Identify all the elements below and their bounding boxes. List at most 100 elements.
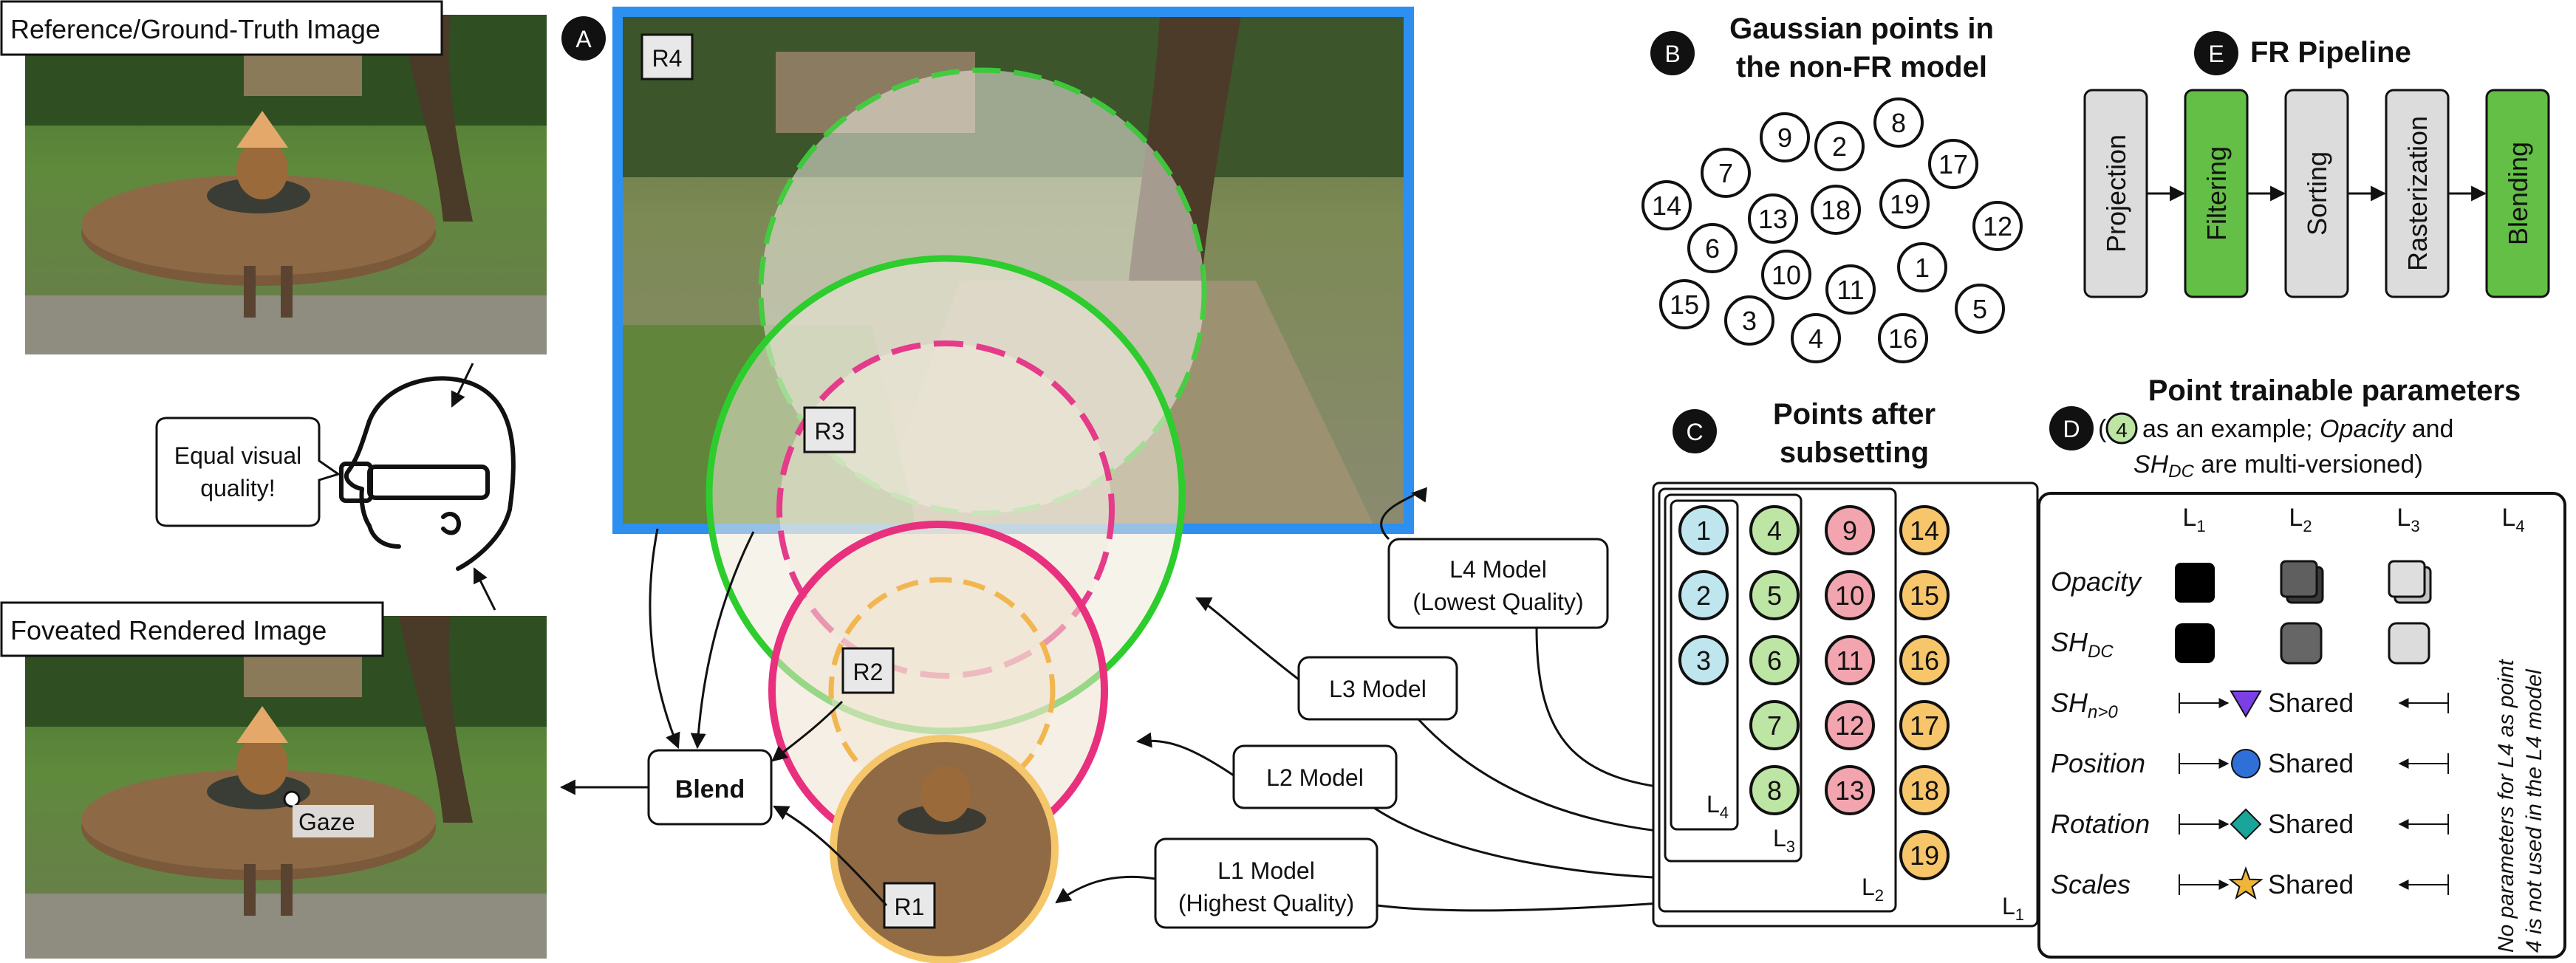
gaussian-point: 5 bbox=[1955, 284, 2005, 334]
subset-point-label: 4 bbox=[1767, 515, 1782, 546]
gaussian-point-label: 11 bbox=[1837, 275, 1864, 305]
speech-bubble bbox=[155, 417, 341, 527]
subset-point: 9 bbox=[1825, 505, 1875, 555]
region-tag-r4 bbox=[640, 33, 694, 80]
shdc-l3-swatch bbox=[2388, 622, 2430, 665]
subset-point: 5 bbox=[1749, 570, 1800, 620]
subset-point: 13 bbox=[1825, 765, 1875, 815]
gaussian-point: 11 bbox=[1825, 264, 1876, 315]
shared-span-left bbox=[2179, 693, 2228, 713]
subset-point: 18 bbox=[1899, 765, 1950, 815]
opacity-l3-swatch bbox=[2388, 560, 2426, 598]
subset-point-label: 2 bbox=[1696, 580, 1711, 611]
arrow-r3-to-blend bbox=[690, 531, 755, 750]
subset-point-label: 13 bbox=[1835, 775, 1865, 806]
gaussian-point: 17 bbox=[1928, 139, 1978, 189]
arrow-l1-model bbox=[1055, 875, 1156, 904]
l2-model-box bbox=[1232, 744, 1398, 809]
subset-l3-label: L3 bbox=[1773, 825, 1795, 856]
gaussian-point-label: 14 bbox=[1652, 191, 1681, 221]
pipeline-stage-label: Sorting bbox=[2302, 151, 2332, 236]
gaussian-point: 1 bbox=[1897, 242, 1947, 292]
subset-point-label: 7 bbox=[1767, 710, 1782, 741]
subset-point: 15 bbox=[1899, 570, 1950, 620]
triangle-icon bbox=[2230, 690, 2262, 718]
subset-l2-frame bbox=[1658, 487, 1897, 913]
level-column-header: L4 bbox=[2501, 504, 2524, 535]
gaussian-point-label: 18 bbox=[1821, 195, 1851, 225]
subset-point: 12 bbox=[1825, 700, 1875, 750]
region-tag-r1 bbox=[883, 882, 936, 929]
diamond-icon bbox=[2230, 808, 2262, 840]
subset-point-label: 17 bbox=[1910, 710, 1939, 741]
arrow-foveated-to-user bbox=[473, 567, 496, 611]
shared-label: Shared bbox=[2268, 688, 2354, 718]
gaussian-point-label: 4 bbox=[1808, 323, 1823, 354]
subset-point-label: 5 bbox=[1767, 580, 1782, 611]
circle-icon bbox=[2231, 749, 2261, 778]
panel-c-title-1: Points after bbox=[1773, 398, 1936, 431]
shared-span-left bbox=[2179, 753, 2228, 774]
reference-photo bbox=[25, 15, 547, 354]
gaussian-point: 4 bbox=[1791, 313, 1841, 363]
panel-c-badge: C bbox=[1673, 409, 1717, 453]
gaussian-point-label: 16 bbox=[1888, 323, 1918, 354]
region-tag-r2 bbox=[841, 647, 895, 694]
subset-point-label: 6 bbox=[1767, 645, 1782, 676]
l3-model-box bbox=[1297, 656, 1458, 721]
shared-label: Shared bbox=[2268, 809, 2354, 839]
pipeline-stage: Sorting bbox=[2284, 89, 2349, 298]
gaussian-point: 10 bbox=[1761, 250, 1811, 300]
l2-model-label: L2 Model bbox=[1266, 764, 1364, 791]
example-point-label: 4 bbox=[2116, 419, 2128, 442]
panel-b-badge: B bbox=[1650, 31, 1695, 75]
gaussian-point: 7 bbox=[1701, 148, 1751, 198]
subset-l2-label: L2 bbox=[1862, 874, 1884, 905]
l4-model-box bbox=[1387, 538, 1609, 629]
parameter-row-label: Rotation bbox=[2051, 809, 2150, 839]
gaussian-point: 9 bbox=[1760, 112, 1810, 162]
arrow-l4-model bbox=[1380, 487, 1427, 541]
gaussian-point-label: 1 bbox=[1915, 253, 1930, 283]
subset-point-label: 16 bbox=[1910, 645, 1939, 676]
subset-point-label: 10 bbox=[1835, 580, 1865, 611]
panel-d-subtitle-2: SHDC are multi-versioned) bbox=[2133, 450, 2423, 482]
subset-point: 1 bbox=[1678, 505, 1729, 555]
gaussian-point-label: 7 bbox=[1718, 158, 1733, 188]
subset-point: 3 bbox=[1678, 635, 1729, 685]
subset-point: 6 bbox=[1749, 635, 1800, 685]
parameter-row-label: Opacity bbox=[2051, 566, 2142, 597]
arrow-l2-model bbox=[1135, 732, 1234, 777]
parameter-row-label: Scales bbox=[2051, 869, 2131, 899]
region-tag-r3 bbox=[803, 406, 856, 453]
svg-text:D: D bbox=[2063, 416, 2080, 442]
example-point-marker bbox=[2105, 412, 2138, 445]
gaussian-point-label: 13 bbox=[1758, 204, 1788, 234]
l1-model-label-2: (Highest Quality) bbox=[1178, 890, 1354, 916]
foveated-label-box bbox=[0, 601, 384, 657]
level-column-header: L3 bbox=[2396, 504, 2419, 535]
gaussian-point-label: 17 bbox=[1938, 149, 1968, 179]
shared-span-left bbox=[2179, 874, 2228, 895]
link-l3-subset bbox=[1417, 718, 1700, 836]
subset-point-label: 9 bbox=[1842, 515, 1857, 546]
speech-line-1: Equal visual bbox=[174, 442, 302, 469]
panel-e-title: FR Pipeline bbox=[2250, 36, 2411, 69]
link-l4-subset bbox=[1535, 627, 1692, 792]
reference-label: Reference/Ground-Truth Image bbox=[10, 14, 380, 44]
blend-label: Blend bbox=[675, 775, 745, 803]
svg-text:E: E bbox=[2208, 41, 2224, 67]
shared-label: Shared bbox=[2268, 748, 2354, 778]
region-tag-r3-label: R3 bbox=[815, 418, 845, 445]
subset-point: 14 bbox=[1899, 505, 1950, 555]
subset-point-label: 11 bbox=[1836, 645, 1863, 676]
gaussian-point-label: 10 bbox=[1772, 260, 1801, 290]
shared-span-left bbox=[2179, 814, 2228, 835]
subset-l4-label: L4 bbox=[1706, 791, 1729, 822]
pipeline-stage: Blending bbox=[2485, 89, 2550, 298]
subset-point-label: 3 bbox=[1696, 645, 1711, 676]
pipeline-stage-label: Filtering bbox=[2201, 146, 2232, 241]
parameter-row-label: Position bbox=[2051, 748, 2145, 778]
